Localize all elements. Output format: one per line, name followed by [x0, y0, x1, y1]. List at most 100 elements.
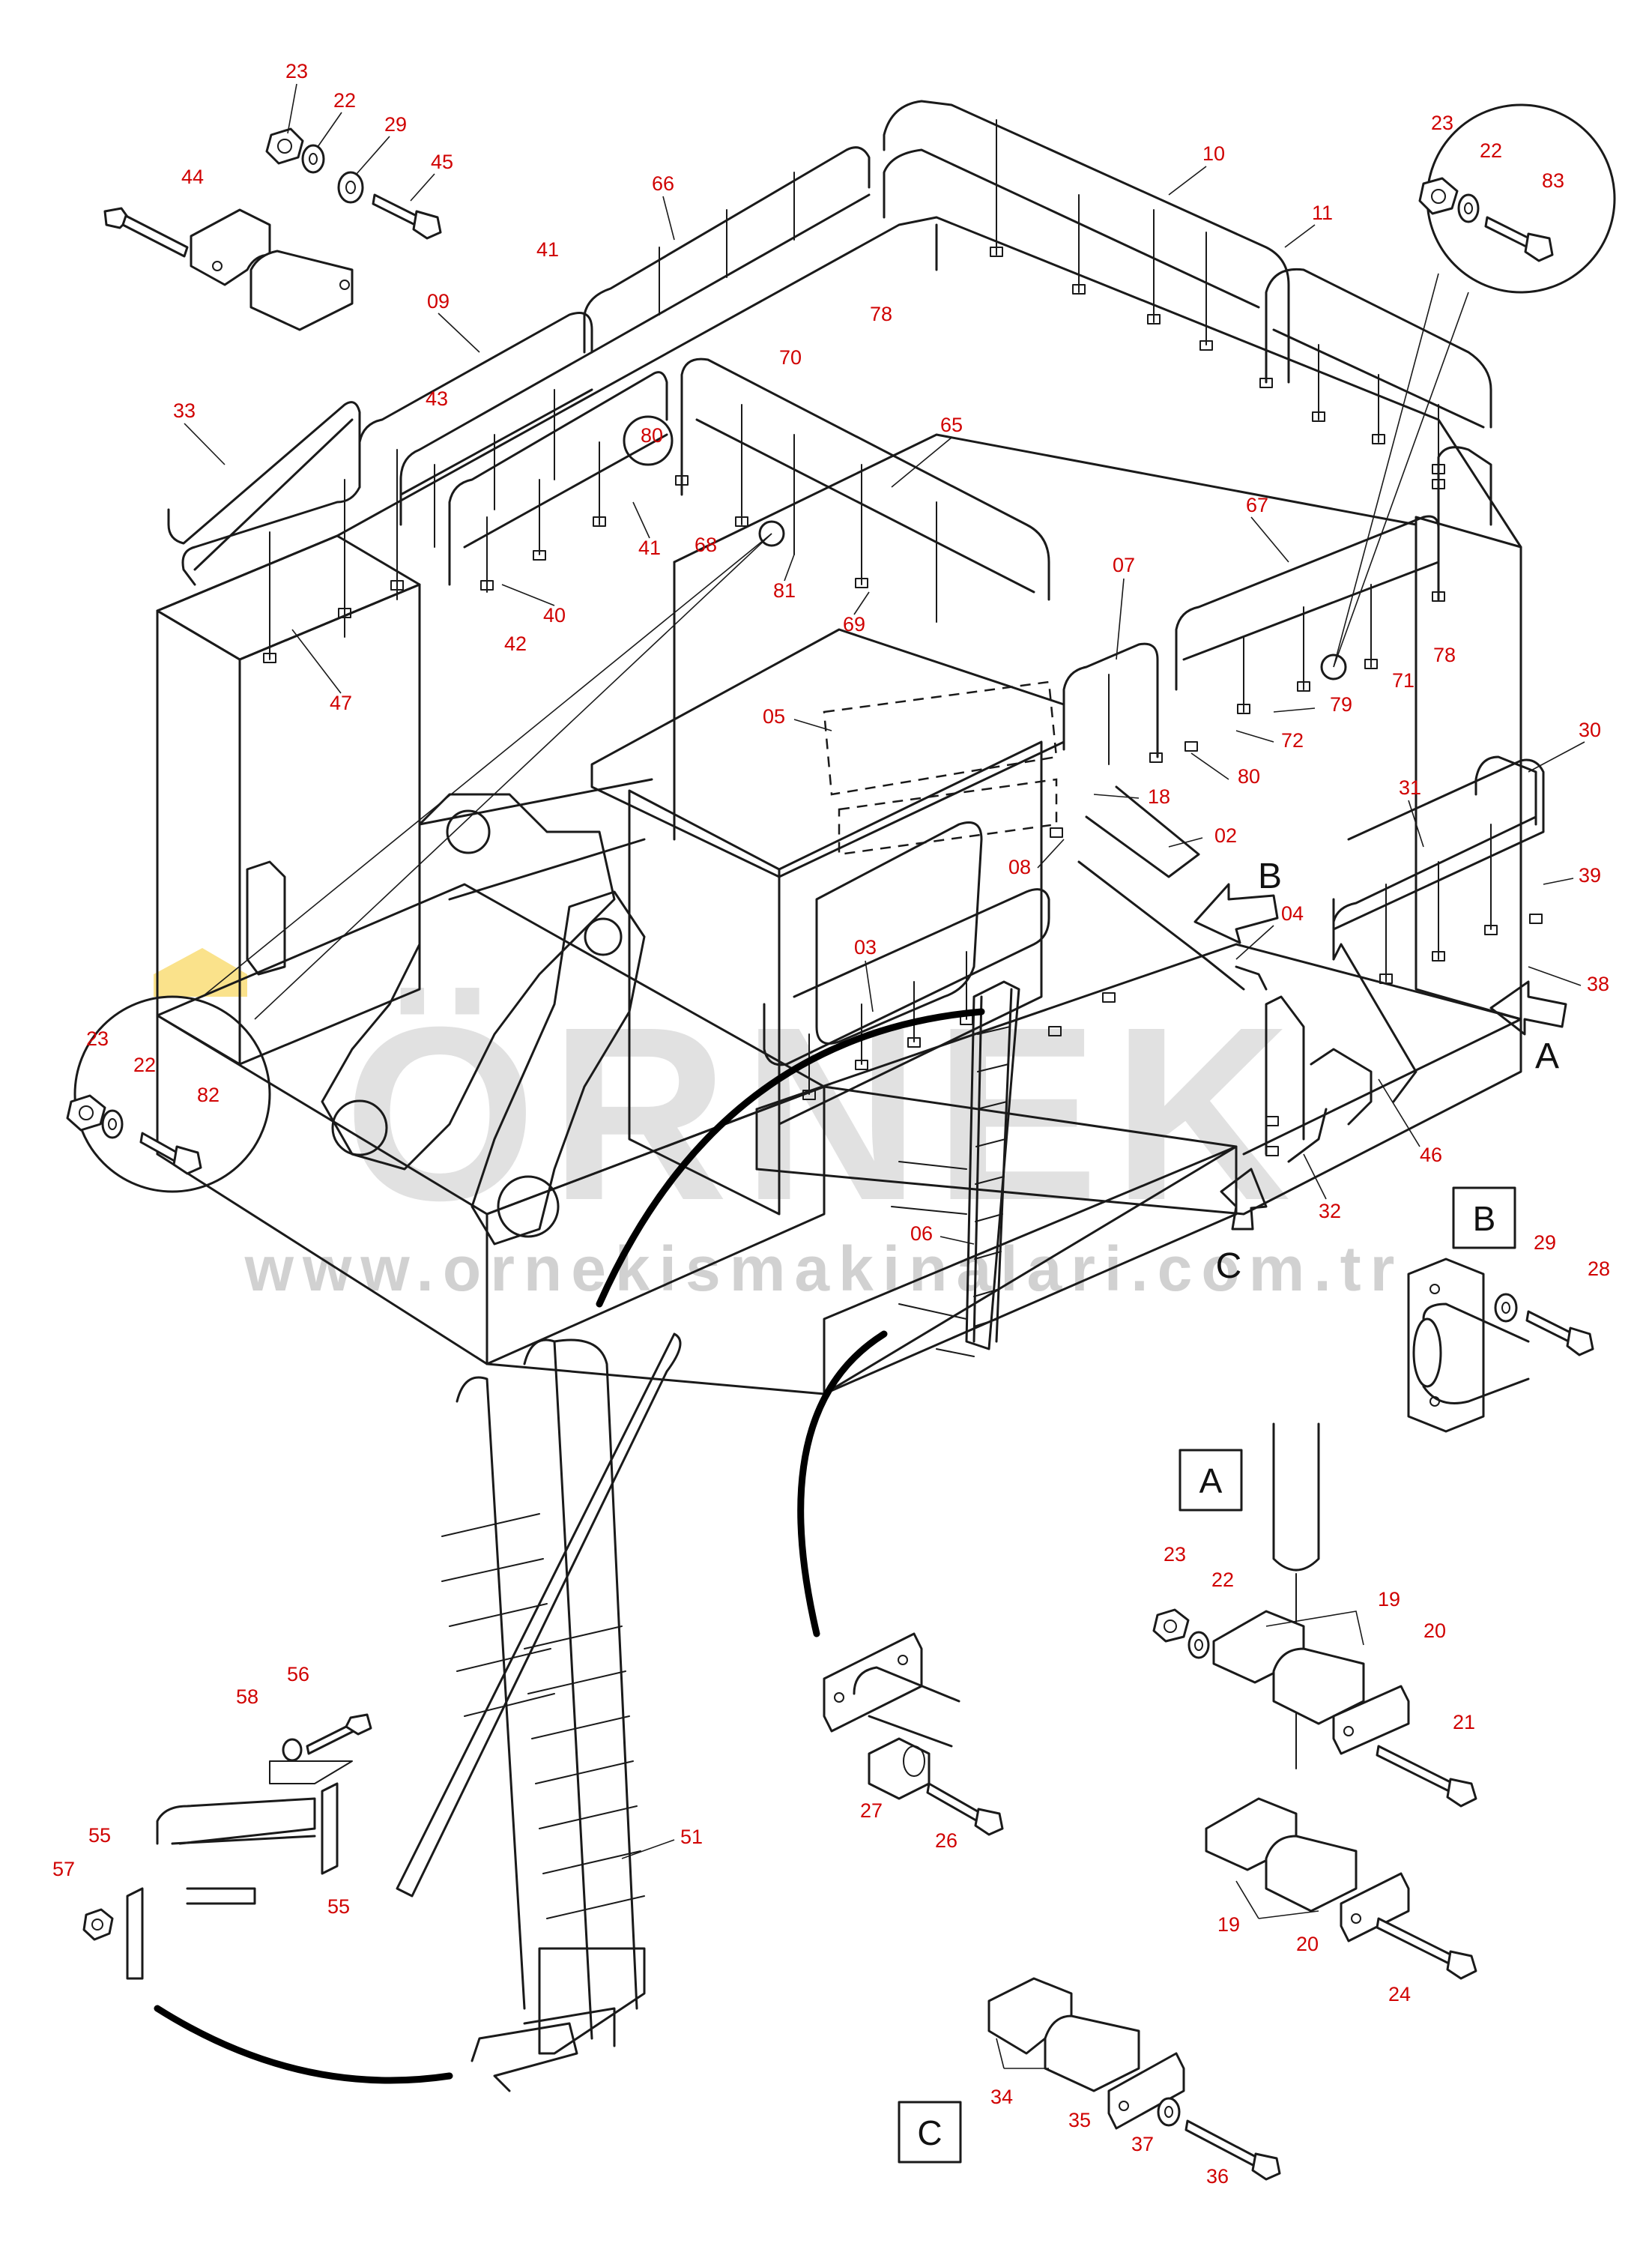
- part-label: 78: [870, 303, 892, 325]
- callout-leaders: [202, 273, 1469, 1020]
- part-label: 21: [1453, 1711, 1475, 1733]
- part-label: 05: [763, 705, 785, 728]
- part-label: 23: [285, 60, 308, 82]
- part-label: 19: [1378, 1588, 1400, 1611]
- part-label: 30: [1579, 719, 1601, 741]
- part-label: 41: [638, 537, 661, 559]
- part-label: 03: [854, 936, 877, 959]
- part-label: 26: [935, 1829, 957, 1852]
- part-label: 67: [1246, 494, 1268, 516]
- part-label: 82: [197, 1084, 220, 1106]
- view-letter-c: C: [1216, 1246, 1242, 1286]
- detail-top-left-clamp: [103, 127, 442, 331]
- part-label: 11: [1312, 202, 1333, 224]
- label-leaders: [184, 83, 1585, 1859]
- connector-curves: [154, 1008, 985, 2084]
- watermark-url: www.ornekismakinalari.com.tr: [244, 1234, 1404, 1304]
- part-label: 47: [330, 692, 352, 714]
- part-label: 32: [1319, 1200, 1341, 1222]
- part-label: 37: [1131, 2133, 1154, 2155]
- part-label: 79: [1330, 693, 1352, 716]
- view-letter-b: B: [1258, 857, 1282, 896]
- handrails: [167, 100, 1545, 1163]
- detail-rope-ladder: [396, 1332, 682, 2092]
- part-label: 23: [1164, 1543, 1186, 1566]
- part-label: 41: [536, 238, 559, 261]
- part-number-labels: 23 22 29 45 44 66 10 11 23 22 83 41 09 7…: [52, 60, 1610, 2188]
- part-label: 45: [431, 151, 453, 173]
- part-label: 34: [990, 2086, 1013, 2108]
- detail-c: [987, 1977, 1281, 2181]
- part-label: 68: [695, 534, 717, 556]
- part-label: 80: [1238, 765, 1260, 788]
- part-label: 55: [327, 1895, 350, 1918]
- part-label: 33: [173, 399, 196, 422]
- part-label: 40: [543, 604, 566, 627]
- part-label: 39: [1579, 864, 1601, 887]
- part-label: 29: [384, 113, 407, 136]
- detail-b: [1407, 1258, 1594, 1433]
- part-label: 42: [504, 633, 527, 655]
- view-arrows: [1193, 883, 1567, 1231]
- part-label: 22: [1211, 1569, 1234, 1591]
- part-label: 06: [910, 1222, 933, 1245]
- part-label: 44: [181, 166, 204, 188]
- part-label: 29: [1534, 1231, 1556, 1254]
- svg-text:A: A: [1199, 1461, 1223, 1500]
- part-label: 22: [133, 1054, 156, 1076]
- part-label: 65: [940, 414, 963, 436]
- part-label: 56: [287, 1663, 309, 1685]
- part-label: 66: [652, 172, 674, 195]
- part-label: 07: [1113, 554, 1135, 576]
- part-label: 81: [773, 579, 796, 602]
- part-label: 24: [1388, 1983, 1411, 2005]
- small-fittings: [623, 415, 1347, 680]
- part-label: 31: [1399, 776, 1421, 799]
- detail-top-right-circle: [1418, 103, 1616, 294]
- part-label: 78: [1433, 644, 1456, 666]
- main-ladder: [891, 980, 1020, 1357]
- part-label: 27: [860, 1799, 883, 1822]
- part-label: 09: [427, 290, 450, 313]
- view-letter-a: A: [1535, 1036, 1559, 1076]
- view-box-c: C: [898, 2101, 962, 2164]
- part-label: 22: [333, 89, 356, 112]
- view-box-b: B: [1452, 1186, 1516, 1249]
- part-label: 08: [1008, 856, 1031, 878]
- part-label: 10: [1202, 142, 1225, 165]
- detail-left-circle: [66, 995, 271, 1193]
- part-label: 18: [1148, 785, 1170, 808]
- part-label: 38: [1587, 973, 1609, 995]
- part-label: 83: [1542, 169, 1564, 192]
- watermark-accent-shape: [154, 948, 247, 997]
- part-label: 20: [1296, 1933, 1319, 1955]
- part-label: 22: [1480, 139, 1502, 162]
- view-box-a: A: [1179, 1449, 1243, 1512]
- part-label: 72: [1281, 729, 1304, 752]
- part-label: 70: [779, 346, 802, 369]
- part-label: 80: [641, 424, 663, 447]
- part-label: 69: [843, 613, 865, 636]
- part-label: 28: [1588, 1258, 1610, 1280]
- svg-text:C: C: [917, 2113, 942, 2152]
- part-label: 04: [1281, 902, 1304, 925]
- part-label: 51: [680, 1826, 703, 1848]
- part-label: 20: [1423, 1619, 1446, 1642]
- part-label: 58: [236, 1685, 258, 1708]
- part-label: 02: [1214, 824, 1237, 847]
- part-label: 55: [88, 1824, 111, 1847]
- svg-text:B: B: [1473, 1199, 1496, 1238]
- detail-ladder-frame: [82, 1713, 372, 1980]
- detail-a: [1152, 1422, 1477, 1980]
- part-label: 23: [1431, 112, 1453, 134]
- rail-feet: [263, 247, 1543, 1156]
- part-label: 57: [52, 1858, 75, 1880]
- part-label: 19: [1217, 1913, 1240, 1936]
- detail-ladder-bracket: [823, 1632, 1004, 1836]
- part-label: 35: [1068, 2109, 1091, 2131]
- part-label: 43: [426, 387, 448, 410]
- part-label: 46: [1420, 1144, 1442, 1166]
- part-label: 36: [1206, 2165, 1229, 2188]
- part-label: 71: [1392, 669, 1415, 692]
